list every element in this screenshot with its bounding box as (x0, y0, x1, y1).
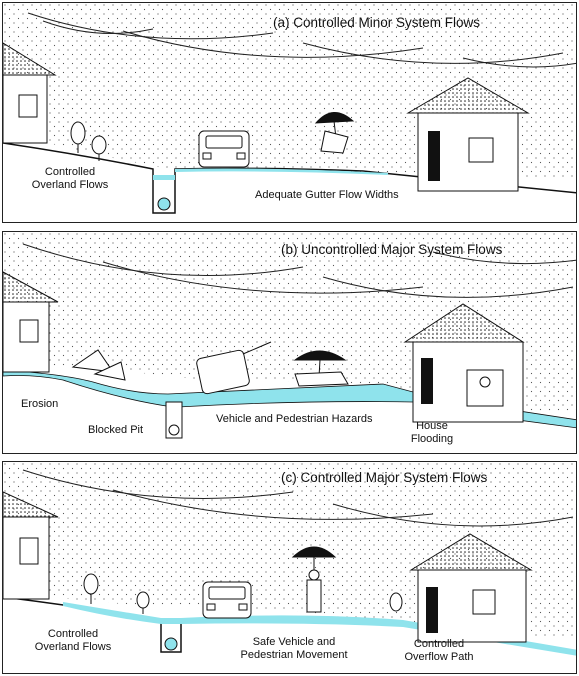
panel-uncontrolled-major-flows: (b) Uncontrolled Major System Flows Eros… (2, 231, 577, 454)
car-icon (198, 130, 250, 168)
label-line: Overflow Path (404, 651, 474, 663)
house-right-icon (403, 303, 525, 423)
house-left-icon (3, 42, 57, 144)
car-icon (202, 581, 252, 619)
label-line: Safe Vehicle and (252, 636, 336, 648)
panel-controlled-minor-flows: (a) Controlled Minor System Flows Contro… (2, 2, 577, 223)
drain-pipe-icon (157, 197, 171, 211)
house-right-icon (409, 533, 533, 643)
tree-right-icon (389, 592, 403, 612)
debris-icon (71, 349, 126, 381)
panel-controlled-major-flows: (c) Controlled Major System Flows Contro… (2, 461, 577, 674)
trees-left-icon (70, 121, 107, 161)
label-erosion: Erosion (21, 398, 59, 410)
trees-left-icon (83, 573, 150, 614)
label-line: House (416, 420, 448, 432)
pedestrian-umbrella-icon (291, 546, 337, 613)
panel-a-title: (a) Controlled Minor System Flows (273, 15, 481, 30)
label-adequate-gutter-flow-widths: Adequate Gutter Flow Widths (255, 189, 399, 201)
label-controlled-overflow-path: Controlled Overflow Path (395, 638, 483, 664)
house-left-icon (3, 491, 59, 600)
panel-b-illustration (3, 232, 576, 439)
label-safe-vehicle-pedestrian-movement: Safe Vehicle and Pedestrian Movement (231, 636, 357, 662)
label-house-flooding: House Flooding (401, 420, 463, 446)
flood-water (3, 369, 576, 429)
label-controlled-overland-flows: Controlled Overland Flows (29, 628, 117, 654)
label-line: Controlled (44, 166, 96, 178)
label-line: Overland Flows (34, 641, 112, 653)
label-line: Controlled (47, 628, 99, 640)
gutter-water (153, 175, 175, 180)
panel-b-title: (b) Uncontrolled Major System Flows (281, 242, 503, 257)
gutter-flow-water (175, 168, 388, 175)
panel-c-title: (c) Controlled Major System Flows (281, 470, 488, 485)
rain-area (3, 232, 576, 412)
panel-c-illustration (3, 462, 576, 656)
ground-line (3, 142, 576, 214)
drain-pipe-icon (164, 637, 178, 651)
label-controlled-overland-flows: Controlled Overland Flows (31, 166, 109, 192)
cloud-arcs (27, 12, 576, 68)
house-right-icon (406, 77, 530, 192)
label-line: Controlled (413, 638, 465, 650)
drain-pipe-icon (168, 424, 180, 436)
label-vehicle-pedestrian-hazards: Vehicle and Pedestrian Hazards (216, 413, 373, 425)
label-line: Overland Flows (31, 179, 109, 191)
house-left-icon (3, 271, 59, 373)
label-line: Flooding (410, 433, 454, 445)
label-blocked-pit: Blocked Pit (88, 424, 144, 436)
cloud-arcs (22, 469, 574, 527)
tilted-car-icon (196, 341, 272, 395)
pedestrian-umbrella-icon (314, 112, 355, 154)
panel-a-illustration (3, 3, 576, 214)
cloud-arcs (22, 243, 576, 298)
label-line: Pedestrian Movement (240, 649, 348, 661)
fallen-pedestrian-icon (293, 350, 349, 387)
